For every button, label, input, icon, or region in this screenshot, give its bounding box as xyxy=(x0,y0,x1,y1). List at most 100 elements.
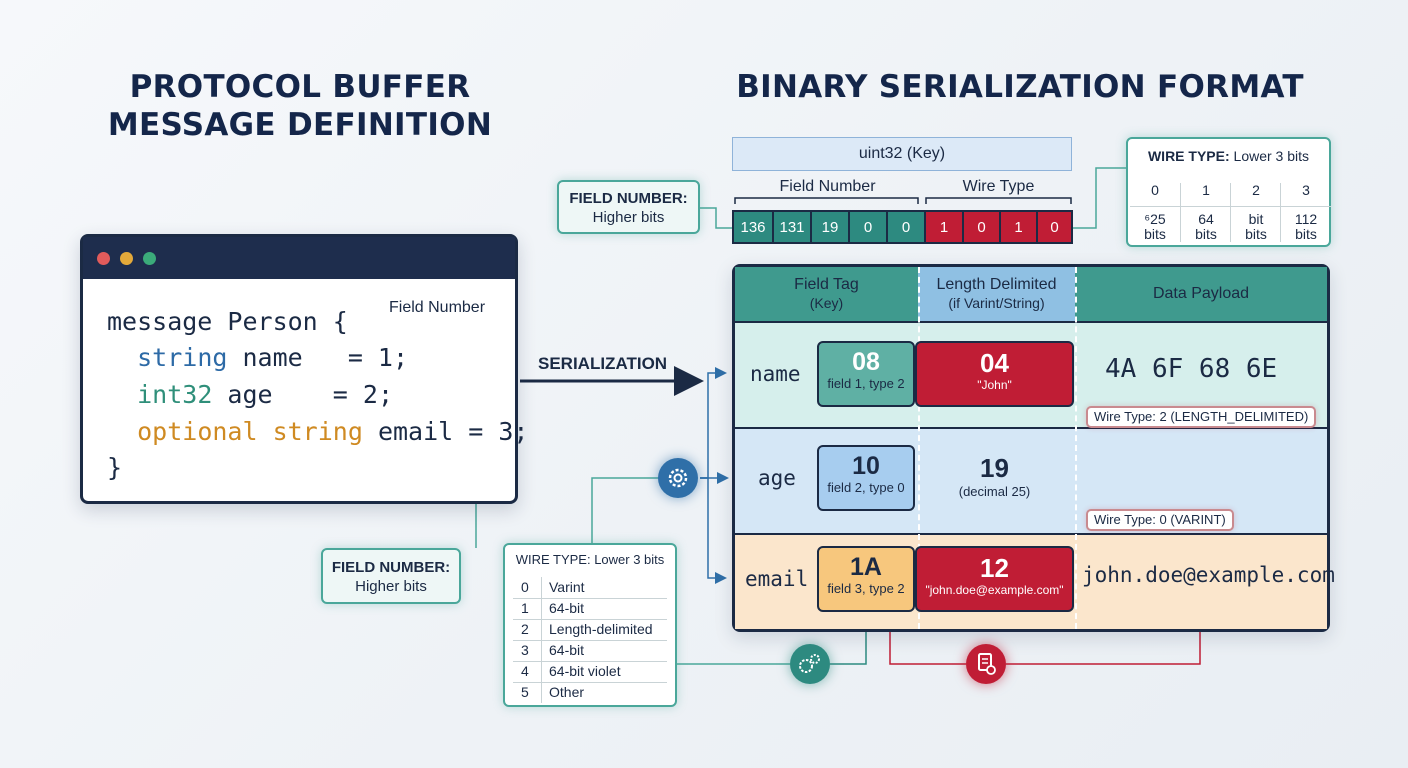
window-titlebar xyxy=(83,237,515,279)
item-text: 64-bit violet xyxy=(549,663,621,679)
field-name: name xyxy=(750,362,801,386)
left-title: PROTOCOL BUFFER MESSAGE DEFINITION xyxy=(80,68,520,144)
code-text: email = 3; xyxy=(362,417,529,446)
payload-value: john.doe@example.com xyxy=(1082,563,1335,587)
item-number: 2 xyxy=(521,621,529,637)
tag-value: 1A xyxy=(850,553,882,581)
field-number-callout: FIELD NUMBER: Higher bits xyxy=(557,180,700,234)
field-bit: 131 xyxy=(772,210,810,244)
field-number-note: Field Number xyxy=(389,299,486,316)
field-bit: 0 xyxy=(848,210,886,244)
column-divider xyxy=(1075,267,1077,629)
header-text: (Key) xyxy=(809,295,844,311)
header-text: Length Delimited xyxy=(936,276,1057,293)
item-number: 3 xyxy=(521,642,529,658)
code-line-5: } xyxy=(107,453,123,482)
callout-sub: Higher bits xyxy=(592,209,665,226)
list-item: 0 Varint xyxy=(513,577,667,599)
tag-box: 08 field 1, type 2 xyxy=(817,341,915,407)
minimize-dot-icon xyxy=(120,252,133,265)
length-value: 19 xyxy=(980,453,1009,483)
field-bit: 0 xyxy=(886,210,924,244)
col-head: 1 xyxy=(1202,182,1210,198)
keyword-message: message xyxy=(107,307,213,336)
title-rest: Lower 3 bits xyxy=(1229,148,1310,164)
wire-bit: 1 xyxy=(999,210,1036,244)
code-line-2: string name = 1; xyxy=(107,343,408,372)
item-text: Other xyxy=(549,684,585,700)
col-value: bits xyxy=(1295,226,1317,242)
item-text: Length-delimited xyxy=(549,621,653,637)
tag-box: 1A field 3, type 2 xyxy=(817,546,915,612)
close-dot-icon xyxy=(97,252,110,265)
uint32-key-header: uint32 (Key) xyxy=(732,137,1072,171)
col-value: bits xyxy=(1245,226,1267,242)
serialization-label: SERIALIZATION xyxy=(538,354,668,373)
document-clock-icon xyxy=(966,644,1006,684)
col-value: bits xyxy=(1144,226,1166,242)
wire-bit: 1 xyxy=(924,210,962,244)
list-item: 3 64-bit xyxy=(513,640,667,662)
col-head: 3 xyxy=(1302,182,1310,198)
list-item: 2 Length-delimited xyxy=(513,619,667,641)
field-bit: 19 xyxy=(810,210,848,244)
length-plain: 19 (decimal 25) xyxy=(915,452,1074,499)
callout-heading: FIELD NUMBER: xyxy=(331,559,451,576)
col-head: 0 xyxy=(1151,182,1159,198)
payload-value: 4A 6F 68 6E xyxy=(1105,354,1278,384)
header-field-tag: Field Tag (Key) xyxy=(735,267,918,321)
title-bold: WIRE TYPE: xyxy=(1147,148,1230,164)
col-head: 2 xyxy=(1252,182,1260,198)
wire-type-list: WIRE TYPE: Lower 3 bits 0 Varint 1 64-bit … xyxy=(503,543,677,707)
length-box: 12 "john.doe@example.com" xyxy=(915,546,1074,612)
col-value: bit xyxy=(1248,211,1264,227)
code-text: Person { xyxy=(212,307,348,336)
item-number: 4 xyxy=(521,663,529,679)
left-title-line2: MESSAGE DEFINITION xyxy=(107,107,493,143)
tag-sub: field 2, type 0 xyxy=(827,480,905,495)
header-text: Field Tag xyxy=(794,276,859,293)
wire-bit: 0 xyxy=(962,210,999,244)
wire-type-table-title: WIRE TYPE: Lower 3 bits xyxy=(1128,148,1329,164)
wire-type-label: Wire Type xyxy=(962,178,1035,195)
field-name: email xyxy=(745,567,809,591)
col-value: 64 xyxy=(1198,211,1214,227)
code-text: name = 1; xyxy=(227,343,409,372)
item-number: 0 xyxy=(521,579,529,595)
right-title: BINARY SERIALIZATION FORMAT xyxy=(736,69,1304,105)
tag-value: 10 xyxy=(852,452,880,480)
tag-sub: field 1, type 2 xyxy=(827,376,905,391)
item-text: 64-bit xyxy=(549,642,585,658)
type-string: string xyxy=(137,343,228,372)
left-title-line1: PROTOCOL BUFFER xyxy=(129,69,471,105)
code-line-3: int32 age = 2; xyxy=(107,380,393,409)
field-bit: 136 xyxy=(732,210,772,244)
code-window: message Person { string name = 1; int32 … xyxy=(80,234,528,504)
header-payload: Data Payload xyxy=(1075,267,1327,321)
bottom-field-number-callout: FIELD NUMBER: Higher bits xyxy=(321,548,461,604)
item-text: 64-bit xyxy=(549,600,585,616)
list-item: 1 64-bit xyxy=(513,598,667,620)
tag-value: 08 xyxy=(852,348,880,376)
table-header: Field Tag (Key) Length Delimited (if Var… xyxy=(735,267,1327,321)
code-line-4: optional string email = 3; xyxy=(107,417,528,446)
header-text: (if Varint/String) xyxy=(948,295,1045,311)
wire-type-note: Wire Type: 2 (LENGTH_DELIMITED) xyxy=(1086,406,1317,428)
callout-heading: FIELD NUMBER: xyxy=(569,190,688,207)
callout-sub: Higher bits xyxy=(355,578,427,595)
gears-icon xyxy=(790,644,830,684)
length-sub: (decimal 25) xyxy=(958,484,1031,499)
field-number-label: Field Number xyxy=(779,178,876,195)
item-number: 5 xyxy=(521,684,529,700)
item-number: 1 xyxy=(521,600,529,616)
type-string: string xyxy=(257,417,363,446)
code-line-1: message Person { xyxy=(107,307,348,336)
gear-icon xyxy=(658,458,698,498)
maximize-dot-icon xyxy=(143,252,156,265)
item-text: Varint xyxy=(549,579,585,595)
wire-type-list-title: WIRE TYPE: Lower 3 bits xyxy=(515,552,665,567)
wire-bit: 0 xyxy=(1036,210,1073,244)
